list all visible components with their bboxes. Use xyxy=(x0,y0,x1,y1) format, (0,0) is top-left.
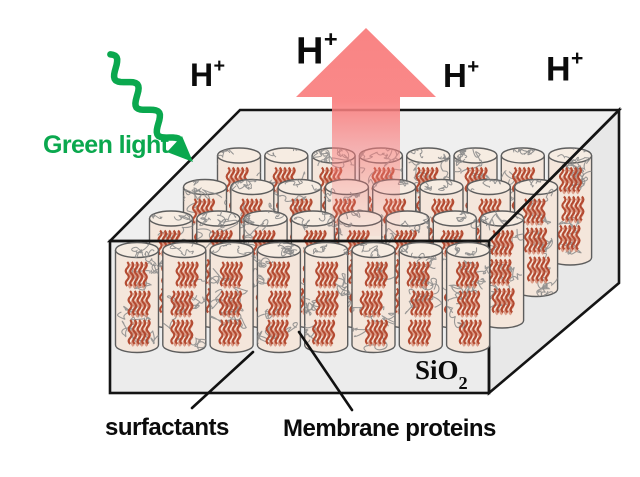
surfactant-squiggles xyxy=(399,243,443,347)
green-light-wave xyxy=(107,51,182,142)
membrane-protein-bundle xyxy=(218,290,243,318)
membrane-protein-bundle xyxy=(491,287,515,316)
membrane-protein-bundle xyxy=(265,319,289,347)
membrane-protein-bundle xyxy=(266,261,291,289)
h-plus-sup: + xyxy=(467,54,480,78)
surfactants-pointer-line xyxy=(190,350,255,410)
membrane-protein-bundle xyxy=(561,195,585,224)
surfactant-squiggles xyxy=(257,242,298,347)
h-plus-label: H+ xyxy=(443,56,479,94)
surfactant-squiggles xyxy=(304,244,348,347)
membrane-proteins-pointer-line xyxy=(297,330,354,412)
pore-cylinder xyxy=(547,147,593,266)
surfactants-label: surfactants xyxy=(105,414,229,441)
cylinder-top xyxy=(196,210,241,227)
h-plus-label: H+ xyxy=(190,56,225,93)
membrane-protein-bundle xyxy=(312,319,336,347)
membrane-protein-bundle xyxy=(315,290,339,318)
cylinder-top xyxy=(406,147,451,164)
h-plus-base: H xyxy=(190,57,214,93)
surfactant-squiggles xyxy=(446,242,490,347)
membrane-protein-bundle xyxy=(457,290,481,318)
h-plus-sup: + xyxy=(570,47,584,71)
sio2-base: SiO xyxy=(415,355,459,385)
cylinder-top xyxy=(351,241,396,259)
membrane-protein-bundle xyxy=(458,319,482,347)
green-light-label: Green light xyxy=(43,131,169,159)
cylinder-top xyxy=(466,178,511,196)
membrane-protein-bundle xyxy=(175,261,199,289)
membrane-protein-bundle xyxy=(524,227,548,255)
h-plus-base: H xyxy=(546,50,571,89)
pore-cylinder xyxy=(114,241,160,354)
membrane-protein-bundle xyxy=(124,261,148,289)
sio2-sub: 2 xyxy=(458,372,468,393)
surfactant-squiggles xyxy=(210,243,254,347)
pore-cylinder xyxy=(162,241,207,354)
membrane-protein-bundle xyxy=(526,256,551,284)
membrane-protein-bundle xyxy=(127,290,151,318)
membrane-protein-bundle xyxy=(455,261,480,289)
h-plus-sup: + xyxy=(323,26,338,53)
sio2-label: SiO2 xyxy=(415,355,468,392)
proton-flux-arrow xyxy=(296,28,436,236)
membrane-protein-bundle xyxy=(218,319,242,347)
membrane-protein-bundle xyxy=(268,290,292,318)
h-plus-base: H xyxy=(296,30,324,73)
h-plus-base: H xyxy=(443,57,467,94)
membrane-protein-bundle xyxy=(407,319,431,347)
cylinder-top xyxy=(148,210,194,227)
membrane-protein-bundle xyxy=(219,261,243,289)
membrane-protein-bundle xyxy=(558,166,583,195)
membrane-protein-bundle xyxy=(364,319,388,347)
pore-cylinder xyxy=(445,241,491,354)
membrane-protein-bundle xyxy=(410,290,434,318)
membrane-protein-bundle xyxy=(170,319,194,347)
cylinder-top xyxy=(264,147,309,164)
pore-cylinder xyxy=(351,241,396,354)
pore-cylinder xyxy=(398,241,443,354)
membrane-protein-bundle xyxy=(359,290,383,318)
surfactant-squiggles xyxy=(117,243,159,347)
cylinder-top xyxy=(304,241,349,259)
pore-cylinder xyxy=(304,241,349,354)
pore-cylinder xyxy=(209,241,254,354)
cylinder-top xyxy=(209,241,254,259)
membrane-protein-bundle xyxy=(127,319,151,347)
green-light-arrowhead xyxy=(167,136,193,162)
membrane-proteins-label: Membrane proteins xyxy=(283,415,496,442)
membrane-protein-bundle xyxy=(170,290,194,318)
membrane-protein-bundle xyxy=(315,261,339,289)
cylinder-top xyxy=(182,178,228,196)
cylinder-top xyxy=(230,178,275,196)
h-plus-label: H+ xyxy=(546,48,583,89)
pore-array-front-row xyxy=(114,241,491,354)
cylinder-top xyxy=(277,178,322,196)
pore-cylinder xyxy=(256,241,302,354)
membrane-protein-bundle xyxy=(406,261,430,289)
membrane-protein-bundle xyxy=(364,261,388,289)
pore-cylinder xyxy=(479,210,525,329)
green-light-arrow xyxy=(107,51,193,162)
h-plus-label: H+ xyxy=(296,27,338,73)
surfactant-squiggles xyxy=(162,242,206,353)
h-plus-sup: + xyxy=(213,54,226,77)
cylinder-top xyxy=(398,241,443,259)
membrane-protein-bundle xyxy=(557,224,581,253)
